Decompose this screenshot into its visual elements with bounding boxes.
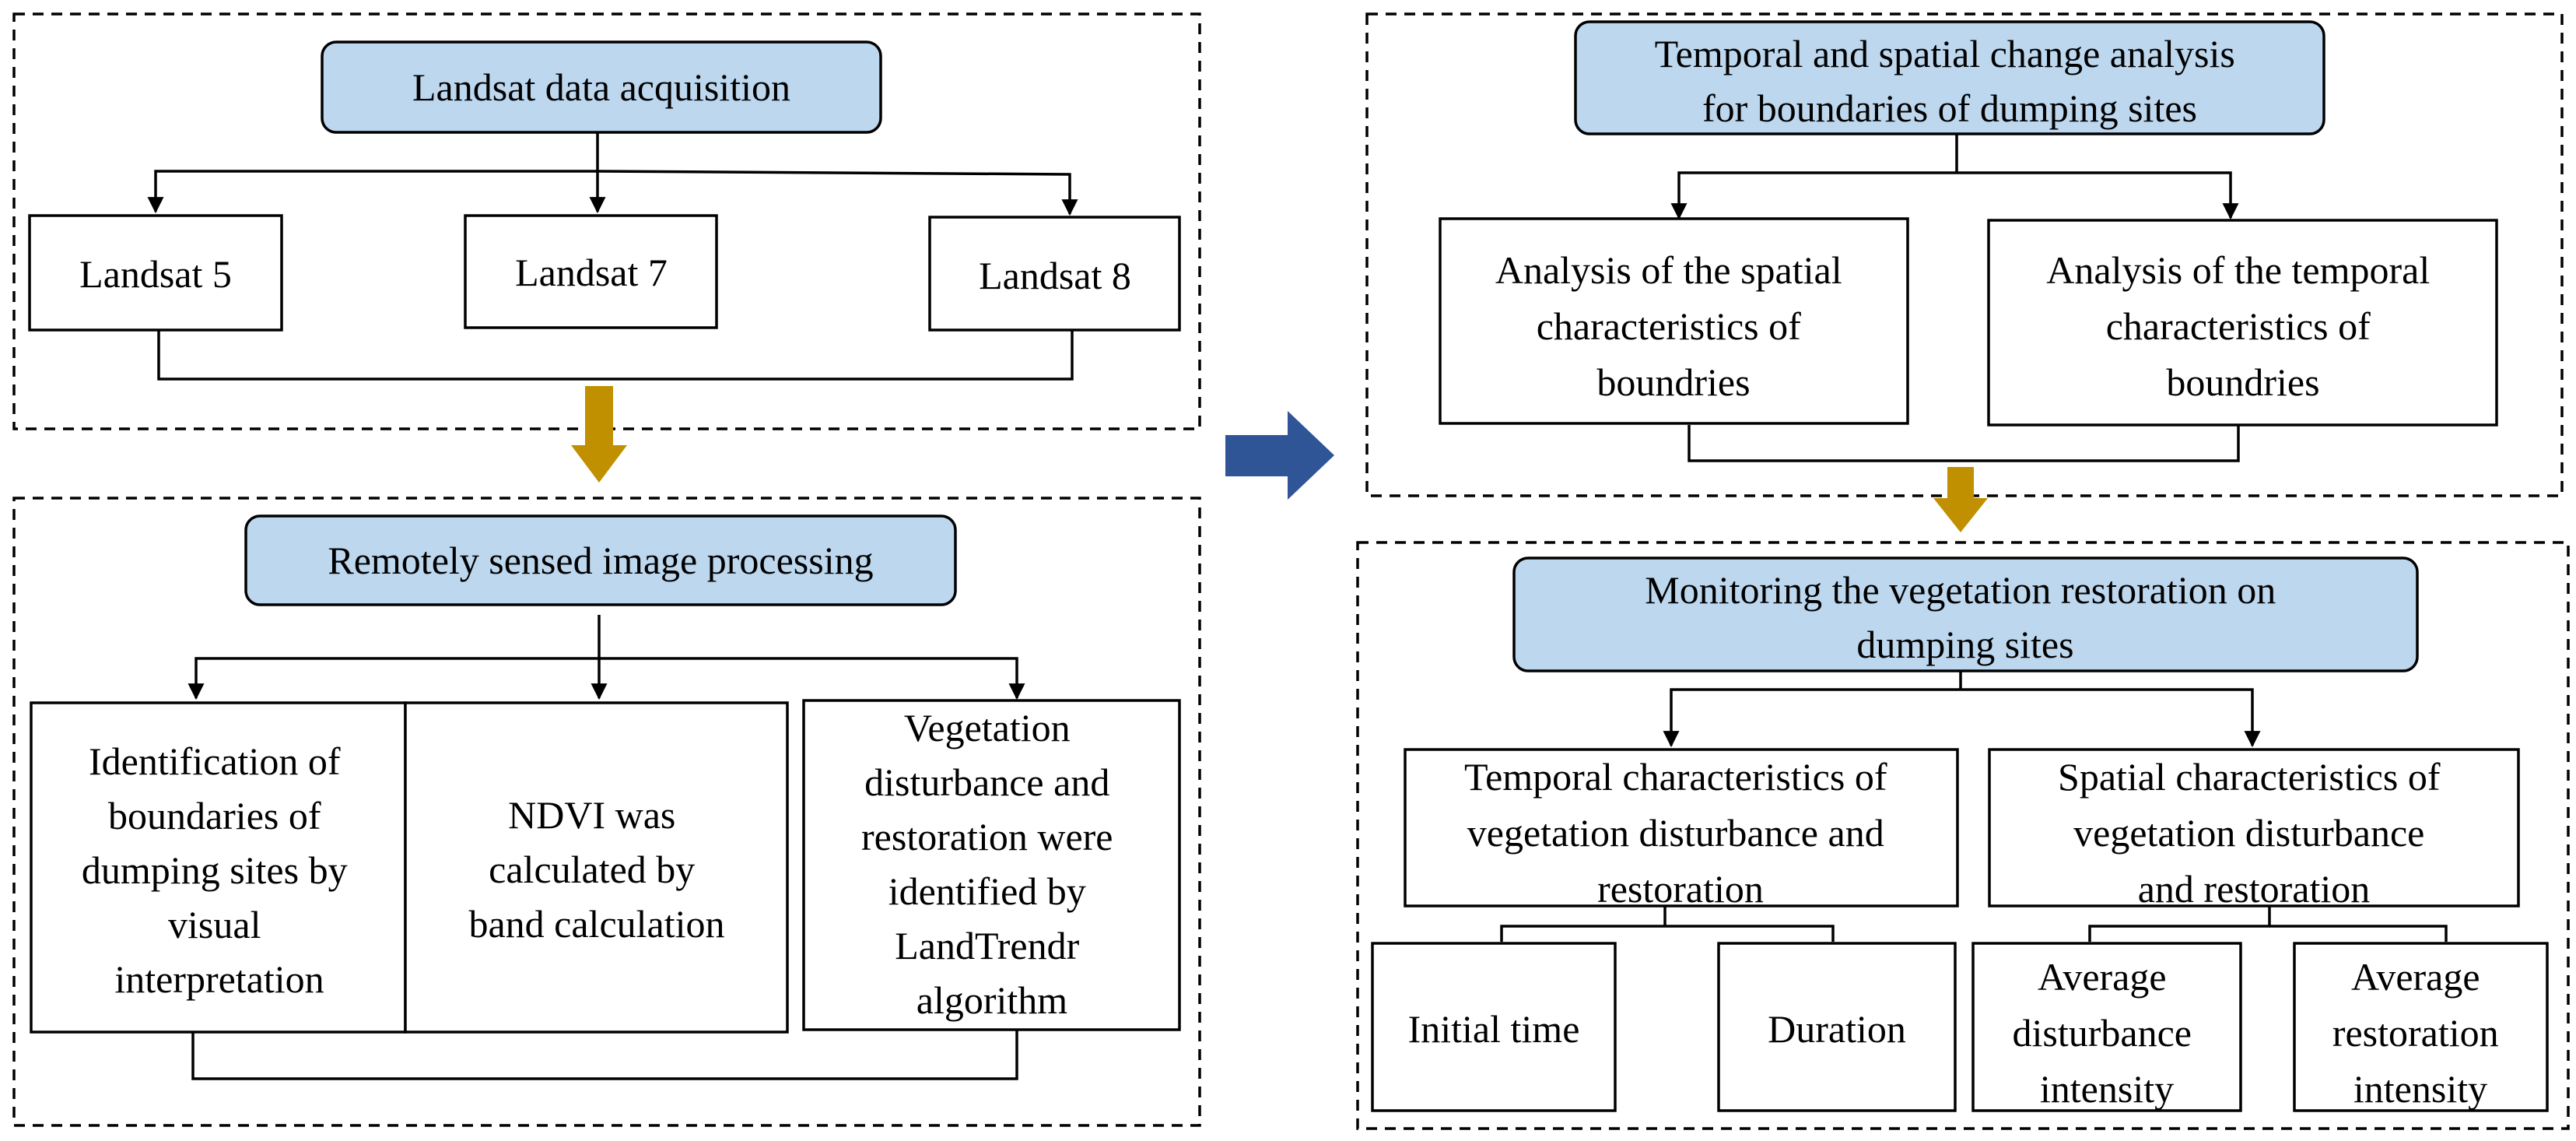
- label-average-restoration-intensity: Average restoration intensity: [2332, 955, 2508, 1111]
- panel-boundary-change-analysis: Temporal and spatial change analysis for…: [1365, 12, 2564, 497]
- gold-down-arrow-icon: [571, 386, 627, 483]
- label-landsat-5: Landsat 5: [79, 252, 232, 296]
- box-landsat-8: [928, 216, 1181, 332]
- label-temporal-boundary-analysis: Analysis of the temporal characteristics…: [2046, 248, 2439, 404]
- header-box-image-processing: [244, 514, 957, 606]
- panel-data-acquisition: Landsat data acquisition Landsat 5 Lands…: [12, 12, 1201, 430]
- header-change-analysis: Temporal and spatial change analysis for…: [1655, 32, 2245, 130]
- connector-arrow: [1957, 171, 2239, 220]
- box-average-restoration-intensity: [2293, 942, 2549, 1112]
- box-temporal-characteristics: [1404, 748, 1959, 908]
- box-landsat-5: [28, 214, 283, 332]
- gold-down-arrow-icon: [1933, 467, 1988, 532]
- header-box-change-analysis: [1574, 20, 2325, 135]
- box-step-landtrendr: [802, 699, 1181, 1031]
- label-duration: Duration: [1768, 1007, 1906, 1051]
- panel-vegetation-monitoring: Monitoring the vegetation restoration on…: [1356, 541, 2570, 1130]
- box-temporal-boundary-analysis: [1987, 219, 2498, 427]
- label-landsat-8: Landsat 8: [979, 254, 1131, 297]
- label-step-boundary-identification: Identification of boundaries of dumping …: [82, 739, 357, 1001]
- box-average-disturbance-intensity: [1971, 942, 2242, 1112]
- blue-right-arrow-icon: [1225, 411, 1334, 500]
- box-spatial-boundary-analysis: [1439, 217, 1909, 425]
- box-step-boundary-identification: [30, 701, 407, 1034]
- connector-arrow: [1663, 688, 1961, 748]
- label-spatial-characteristics: Spatial characteristics of vegetation di…: [2058, 755, 2450, 911]
- box-spatial-characteristics: [1988, 748, 2520, 908]
- connector-arrow: [1961, 688, 2261, 748]
- header-box-landsat-acquisition: [321, 40, 882, 134]
- label-average-disturbance-intensity: Average disturbance intensity: [2013, 955, 2202, 1111]
- label-landsat-7: Landsat 7: [515, 251, 668, 294]
- box-landsat-7: [464, 214, 718, 329]
- label-spatial-boundary-analysis: Analysis of the spatial characteristics …: [1495, 248, 1852, 404]
- box-step-ndvi: [404, 701, 789, 1034]
- label-step-ndvi: NDVI was calculated by band calculation: [468, 793, 724, 946]
- connector-arrow: [1670, 171, 1957, 220]
- connector-arrow: [147, 170, 598, 214]
- header-image-processing: Remotely sensed image processing: [328, 539, 873, 582]
- split-bracket: [1500, 925, 1835, 942]
- label-step-landtrendr: Vegetation disturbance and restoration w…: [861, 706, 1123, 1022]
- connector-arrow: [188, 657, 599, 700]
- merge-bracket: [1688, 425, 2240, 462]
- split-bracket: [2088, 925, 2448, 942]
- dashed-panel-frame: [1365, 12, 2564, 497]
- header-vegetation-monitoring: Monitoring the vegetation restoration on…: [1645, 568, 2285, 666]
- label-temporal-characteristics: Temporal characteristics of vegetation d…: [1464, 755, 1897, 911]
- merge-bracket: [157, 330, 1074, 381]
- dashed-panel-frame: [12, 497, 1201, 1127]
- box-duration: [1717, 942, 1957, 1112]
- dashed-panel-frame: [1356, 541, 2570, 1130]
- connector-arrow: [597, 170, 1078, 216]
- merge-bracket: [191, 1030, 1018, 1080]
- connector-arrow: [599, 657, 1025, 700]
- header-landsat-acquisition: Landsat data acquisition: [412, 65, 790, 109]
- panel-image-processing: Remotely sensed image processing Identif…: [12, 497, 1201, 1127]
- header-box-vegetation-monitoring: [1512, 556, 2419, 672]
- box-initial-time: [1371, 942, 1617, 1112]
- label-initial-time: Initial time: [1408, 1007, 1580, 1051]
